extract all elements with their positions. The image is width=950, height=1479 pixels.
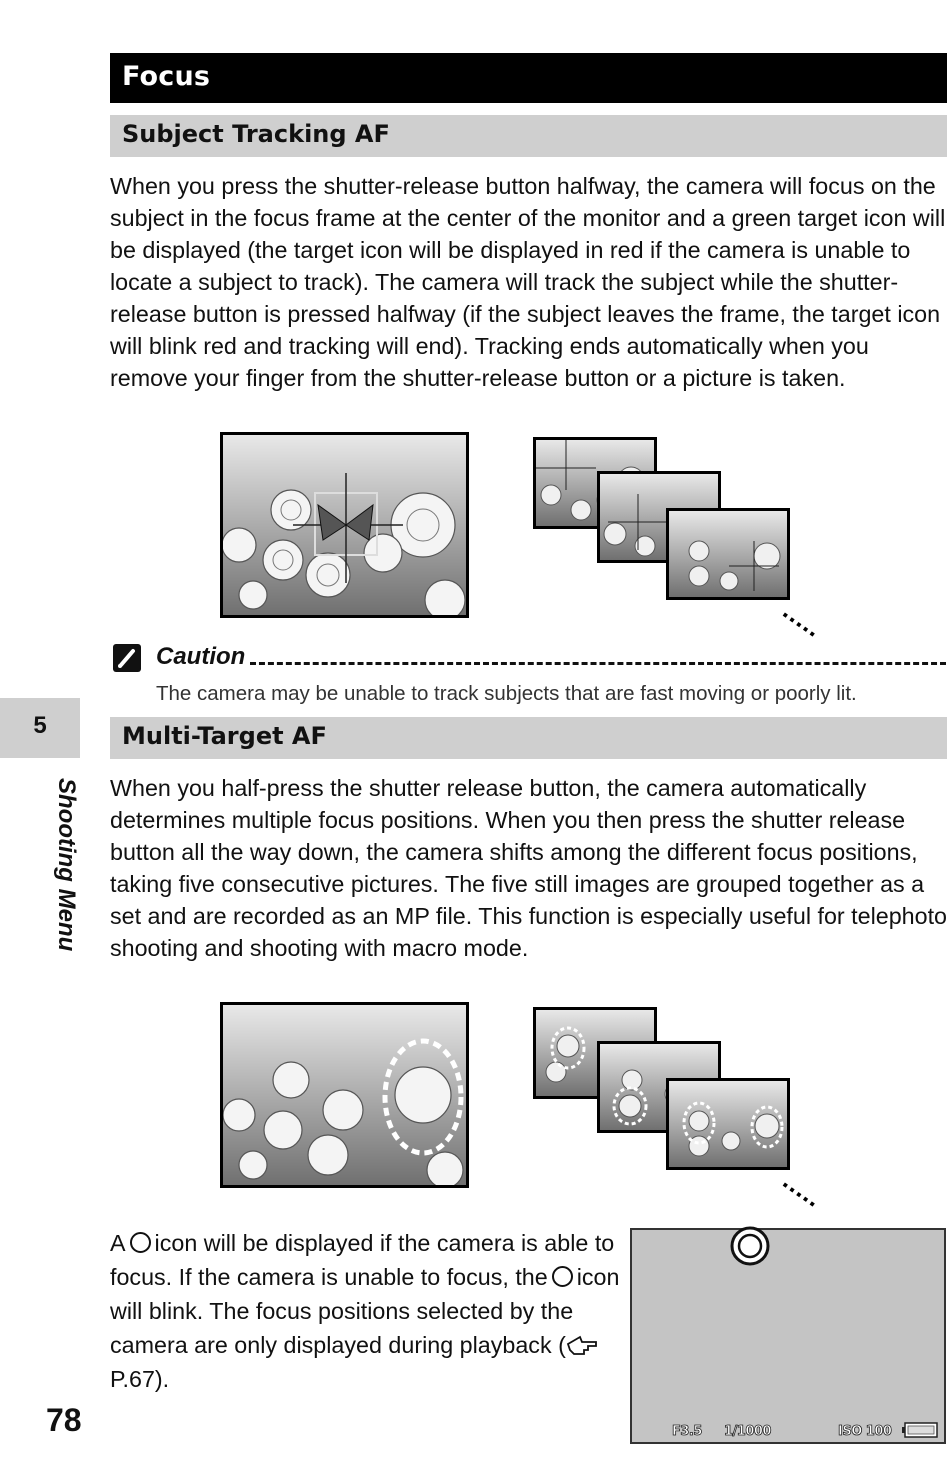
tracking-main-illustration (220, 432, 469, 618)
chapter-number: 5 (33, 712, 47, 739)
note-part-4: ). (154, 1366, 170, 1392)
aperture-readout: F3.5 (672, 1424, 703, 1440)
page-number: 78 (46, 1402, 82, 1438)
shutter-speed-readout: 1/1000 (724, 1424, 772, 1440)
subsection-header-multi-target: Multi-Target AF (110, 717, 947, 759)
multi-target-paragraph: When you half-press the shutter release … (110, 775, 948, 961)
battery-icon (902, 1422, 938, 1438)
focus-target-icon (730, 1226, 770, 1266)
chapter-name: Shooting Menu (53, 778, 80, 952)
caution-divider (250, 662, 946, 665)
note-part-2: icon will be displayed if the camera is … (110, 1230, 615, 1290)
tracking-sequence-frame-3 (666, 508, 790, 600)
note-part-3: icon will blink. The focus positions sel… (110, 1264, 620, 1358)
subject-tracking-paragraph: When you press the shutter-release butto… (110, 173, 946, 391)
subsection-title: Subject Tracking AF (122, 120, 390, 148)
subsection-header-subject-tracking: Subject Tracking AF (110, 115, 947, 157)
caution-text: The camera may be unable to track subjec… (156, 682, 857, 705)
multi-target-main-illustration (220, 1002, 469, 1188)
caution-title: Caution (156, 643, 246, 670)
focus-circle-icon (551, 1266, 573, 1287)
camera-monitor-display: F3.5 1/1000 ISO 100 (630, 1226, 946, 1444)
focus-circle-icon (129, 1232, 151, 1253)
chapter-tab: 5 (0, 698, 80, 758)
page-reference-link[interactable]: P.67 (110, 1366, 155, 1392)
iso-readout: ISO 100 (838, 1424, 893, 1440)
multi-target-frame-3 (666, 1078, 790, 1170)
continuation-dots: ..... (777, 1165, 829, 1214)
section-title: Focus (122, 61, 211, 92)
section-header-focus: Focus (110, 53, 947, 103)
page-reference-hand-icon (566, 1335, 597, 1355)
continuation-dots: ..... (777, 595, 829, 644)
note-part-1: A (110, 1230, 126, 1256)
subsection-title: Multi-Target AF (122, 722, 327, 750)
caution-icon (113, 644, 141, 672)
